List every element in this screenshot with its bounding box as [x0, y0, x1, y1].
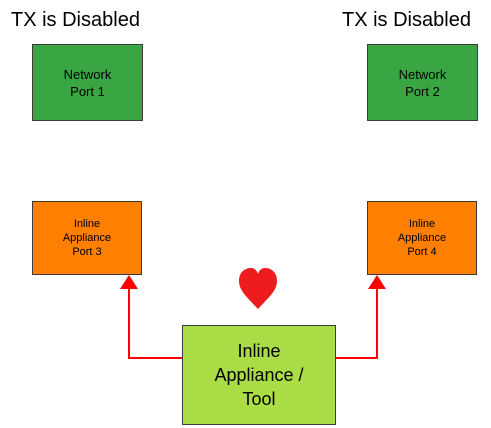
arrowhead-port-3: [120, 275, 138, 289]
appliance-port-4-label-line-3: Port 4: [407, 246, 437, 258]
connector-tool-to-port-3: [128, 287, 182, 359]
network-port-1-label-line-1: Network: [63, 66, 112, 82]
appliance-port-4-box: Inline Appliance Port 4: [367, 201, 477, 275]
network-port-1-box: Network Port 1: [32, 44, 143, 121]
appliance-port-4-label-line-2: Appliance: [397, 232, 447, 244]
tool-label-line-3: Tool: [242, 389, 276, 409]
inline-appliance-tool-box: Inline Appliance / Tool: [182, 325, 336, 425]
tool-label-line-2: Appliance /: [214, 365, 304, 385]
appliance-port-3-label-line-2: Appliance: [62, 232, 112, 244]
connector-tool-to-port-4: [336, 287, 378, 359]
appliance-port-4-label-line-1: Inline: [408, 218, 436, 230]
network-port-2-label-line-2: Port 2: [405, 83, 440, 99]
arrowhead-port-4: [368, 275, 386, 289]
network-port-1-label-line-2: Port 1: [70, 83, 105, 99]
network-port-2-box: Network Port 2: [367, 44, 478, 121]
appliance-port-3-label-line-1: Inline: [73, 218, 101, 230]
appliance-port-3-box: Inline Appliance Port 3: [32, 201, 142, 275]
network-port-2-label-line-1: Network: [398, 66, 447, 82]
tx-status-label-left: TX is Disabled: [11, 9, 140, 31]
heart-icon: [239, 268, 277, 309]
tool-label-line-1: Inline: [237, 341, 281, 361]
appliance-port-3-label-line-3: Port 3: [72, 246, 102, 258]
tx-status-label-right: TX is Disabled: [342, 9, 471, 31]
